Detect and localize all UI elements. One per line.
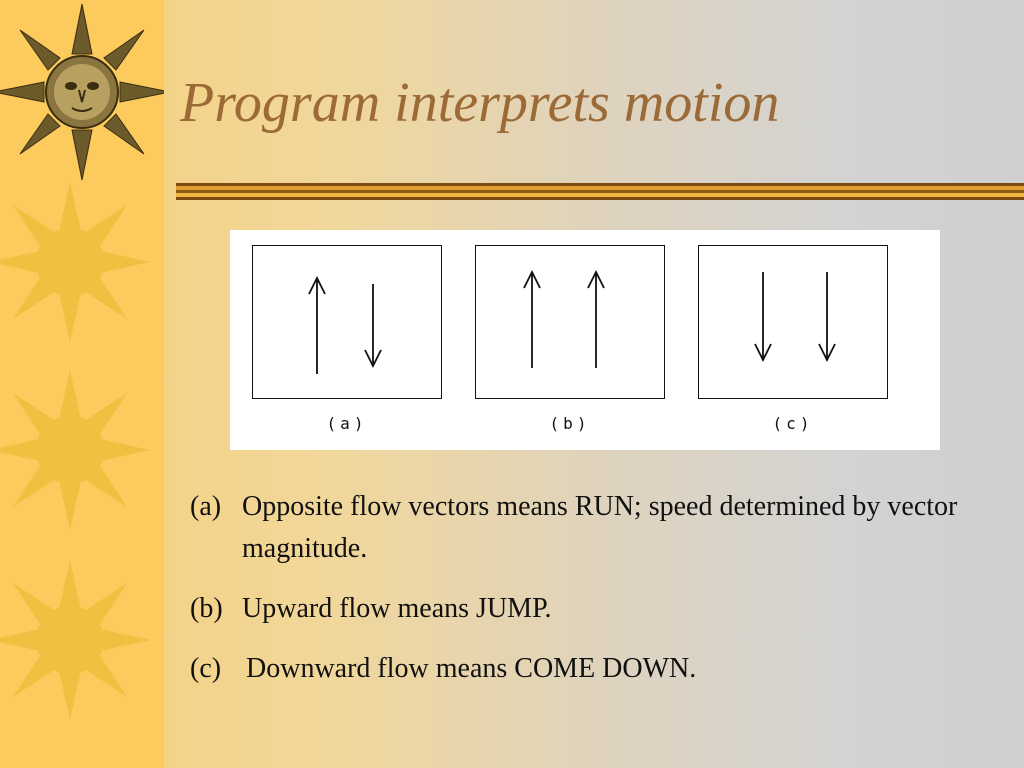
- slide-title: Program interprets motion: [180, 72, 780, 134]
- title-divider: [176, 183, 1024, 200]
- sun-icon: [0, 370, 150, 530]
- panel-label-c: (c): [772, 414, 814, 433]
- caption-item-b: (b) Upward flow means JUMP.: [190, 588, 1010, 630]
- sun-face-icon: [0, 3, 164, 181]
- caption-text: Downward flow means COME DOWN.: [246, 653, 697, 684]
- caption-marker: (c): [190, 653, 222, 684]
- caption-marker: (a): [190, 491, 222, 522]
- panel-label-b: (b): [549, 414, 591, 433]
- sun-icon: [0, 560, 150, 720]
- panel-b: [475, 245, 665, 399]
- caption-list: (a) Opposite flow vectors means RUN; spe…: [190, 486, 1010, 708]
- caption-item-c: (c) Downward flow means COME DOWN.: [190, 648, 1010, 690]
- sun-icon: [0, 182, 150, 342]
- panel-label-a: (a): [326, 414, 368, 433]
- caption-item-a: (a) Opposite flow vectors means RUN; spe…: [190, 486, 1010, 570]
- panel-c: [698, 245, 888, 399]
- decorative-strip: [0, 0, 164, 768]
- caption-marker: (b): [190, 593, 223, 624]
- panel-a: [252, 245, 442, 399]
- motion-figure: (a) (b) (c): [230, 230, 940, 450]
- caption-text: Opposite flow vectors means RUN; speed d…: [242, 491, 958, 564]
- caption-text: Upward flow means JUMP.: [242, 593, 552, 624]
